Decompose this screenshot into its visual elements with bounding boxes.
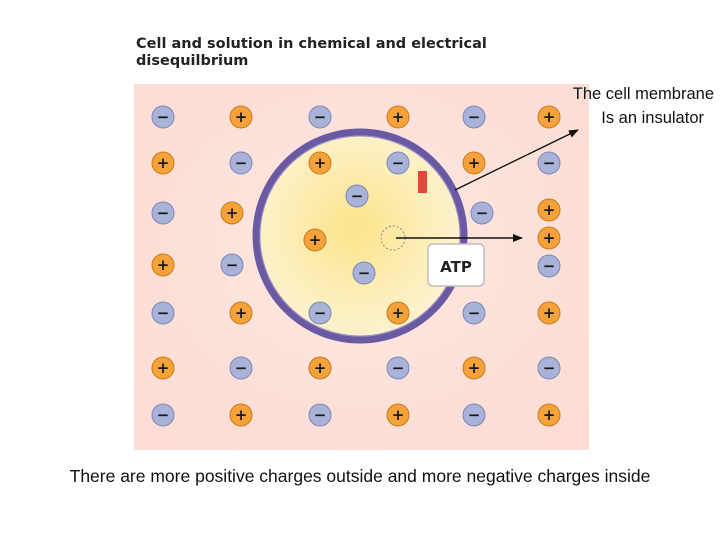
minus-sign: − [543,257,556,275]
minus-sign: − [157,304,170,322]
positive-ion: + [537,403,561,427]
plus-sign: + [235,304,248,322]
minus-sign: − [392,154,405,172]
negative-ion: − [220,253,244,277]
minus-sign: − [351,187,364,205]
negative-ion: − [151,301,175,325]
positive-ion: + [308,356,332,380]
cell-membrane [252,128,468,344]
negative-ion: − [537,151,561,175]
positive-ion: + [229,105,253,129]
plus-sign: + [309,231,322,249]
plus-sign: + [543,229,556,247]
atp-label: ATP [440,258,472,276]
minus-sign: − [468,108,481,126]
title-line-2: disequilbrium [136,53,249,69]
positive-ion: + [229,301,253,325]
negative-ion: − [308,105,332,129]
diagram-title: Cell and solution in chemical and electr… [136,36,536,70]
negative-ion: − [151,403,175,427]
plus-sign: + [157,359,170,377]
minus-sign: − [543,359,556,377]
minus-sign: − [157,108,170,126]
plus-sign: + [157,256,170,274]
positive-ion: + [229,403,253,427]
negative-ion: − [462,105,486,129]
negative-ion: − [470,201,494,225]
plus-sign: + [543,201,556,219]
negative-ion: − [308,403,332,427]
positive-ion: + [220,201,244,225]
positive-ion: + [537,198,561,222]
negative-ion: − [352,261,376,285]
positive-ion: + [462,151,486,175]
minus-sign: − [235,154,248,172]
minus-sign: − [468,304,481,322]
plus-sign: + [392,304,405,322]
negative-ion: − [462,301,486,325]
negative-ion: − [537,356,561,380]
negative-ion: − [537,254,561,278]
membrane-inner-edge [259,135,461,337]
title-line-1: Cell and solution in chemical and electr… [136,36,487,52]
membrane-callout: The cell membrane Is an insulator [528,82,718,130]
plus-sign: + [314,359,327,377]
minus-sign: − [157,406,170,424]
negative-ion: − [151,201,175,225]
minus-sign: − [235,359,248,377]
minus-sign: − [543,154,556,172]
plus-sign: + [226,204,239,222]
minus-sign: − [314,304,327,322]
atp-box: ATP [427,243,485,287]
callout-pointer-arrow [454,129,579,191]
positive-ion: + [303,228,327,252]
plus-sign: + [543,304,556,322]
negative-ion: − [345,184,369,208]
negative-ion: − [308,301,332,325]
positive-ion: + [151,253,175,277]
plus-sign: + [392,406,405,424]
positive-ion: + [537,301,561,325]
positive-ion: + [386,403,410,427]
minus-sign: − [314,406,327,424]
plus-sign: + [543,108,556,126]
ion-layer: − + − + − + + − + − + − − + − − + + + − + − − − + − + − + + − + − + − − + − + −… [151,105,561,427]
minus-sign: − [392,359,405,377]
minus-sign: − [476,204,489,222]
negative-ion: − [229,151,253,175]
negative-ion: − [386,151,410,175]
positive-ion: + [151,356,175,380]
plus-sign: + [468,154,481,172]
minus-sign: − [157,204,170,222]
plus-sign: + [314,154,327,172]
plus-sign: + [392,108,405,126]
plus-sign: + [235,406,248,424]
plus-sign: + [157,154,170,172]
negative-ion: − [151,105,175,129]
minus-sign: − [226,256,239,274]
plus-sign: + [468,359,481,377]
positive-ion: + [308,151,332,175]
diagram-caption: There are more positive charges outside … [69,466,651,486]
plus-sign: + [543,406,556,424]
minus-sign: − [468,406,481,424]
minus-sign: − [314,108,327,126]
positive-ion: + [537,226,561,250]
positive-ion: + [386,301,410,325]
membrane-channel [418,171,427,193]
positive-ion: + [462,356,486,380]
negative-ion: − [229,356,253,380]
negative-ion: − [386,356,410,380]
positive-ion: + [386,105,410,129]
plus-sign: + [235,108,248,126]
negative-ion: − [462,403,486,427]
callout-line-1: The cell membrane [572,85,714,103]
minus-sign: − [358,264,371,282]
callout-line-2: Is an insulator [601,109,704,127]
positive-ion: + [151,151,175,175]
positive-ion: + [537,105,561,129]
